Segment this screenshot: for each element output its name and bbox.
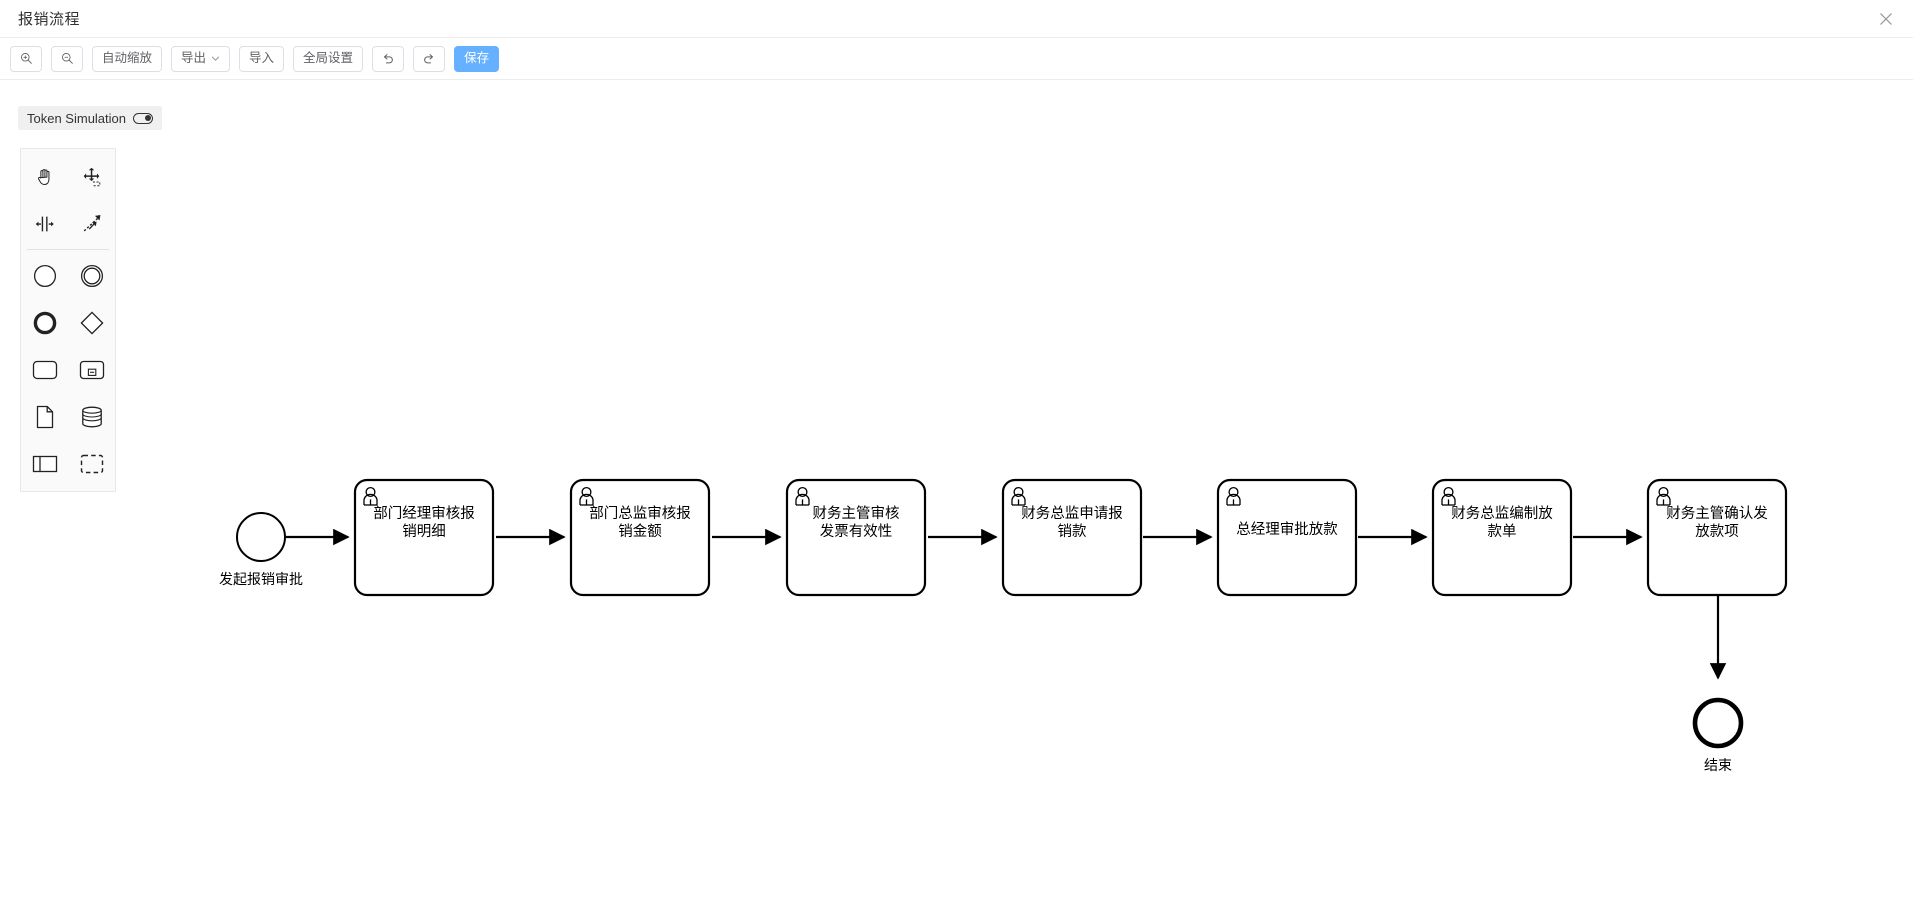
user-task-icon xyxy=(363,486,378,506)
palette-row-tools-1 xyxy=(21,153,115,200)
export-label: 导出 xyxy=(181,51,207,66)
palette-item-group[interactable] xyxy=(68,440,115,487)
sequence-flows xyxy=(286,528,1727,680)
redo-icon xyxy=(422,52,436,66)
bpmn-diagram-svg xyxy=(236,478,1788,749)
data-object-icon xyxy=(35,405,55,429)
task-node-1[interactable] xyxy=(353,478,495,597)
zoom-out-button[interactable] xyxy=(51,45,83,72)
palette-row-activities xyxy=(21,346,115,393)
palette-item-lasso-tool[interactable] xyxy=(68,153,115,200)
task-icon xyxy=(32,359,58,381)
user-task-icon xyxy=(579,486,594,506)
export-button[interactable]: 导出 xyxy=(171,45,231,72)
save-button[interactable]: 保存 xyxy=(454,45,500,72)
zoom-in-button[interactable] xyxy=(10,45,42,72)
auto-zoom-label: 自动缩放 xyxy=(102,51,153,66)
user-task-icon xyxy=(1226,486,1241,506)
global-settings-button[interactable]: 全局设置 xyxy=(293,45,364,72)
save-label: 保存 xyxy=(464,51,490,66)
task-nodes xyxy=(353,478,1788,597)
palette-row-containers xyxy=(21,440,115,487)
palette-row-data xyxy=(21,393,115,440)
participant-pool-icon xyxy=(32,454,58,474)
close-icon[interactable] xyxy=(1875,8,1897,30)
palette-row-events-1 xyxy=(21,252,115,299)
space-tool-icon xyxy=(34,213,56,235)
undo-icon xyxy=(381,52,395,66)
palette-item-hand-tool[interactable] xyxy=(21,153,68,200)
palette-item-gateway[interactable] xyxy=(68,299,115,346)
end-event-icon xyxy=(32,310,58,336)
undo-button[interactable] xyxy=(372,45,405,72)
user-task-icon xyxy=(1011,486,1026,506)
end-event-node[interactable] xyxy=(1692,697,1744,749)
import-button[interactable]: 导入 xyxy=(239,45,285,72)
palette-item-participant-pool[interactable] xyxy=(21,440,68,487)
end-event-label: 结束 xyxy=(1704,757,1732,773)
task-node-2[interactable] xyxy=(569,478,711,597)
page-title: 报销流程 xyxy=(18,11,81,28)
global-settings-label: 全局设置 xyxy=(303,51,354,66)
task-node-7[interactable] xyxy=(1646,478,1788,597)
window-titlebar: 报销流程 xyxy=(0,0,1913,38)
palette-divider xyxy=(27,249,109,250)
task-node-5[interactable] xyxy=(1216,478,1358,597)
palette-item-task[interactable] xyxy=(21,346,68,393)
zoom-out-icon xyxy=(61,52,74,65)
palette-item-data-store[interactable] xyxy=(68,393,115,440)
start-event-label: 发起报销审批 xyxy=(219,571,303,587)
user-task-icon xyxy=(795,486,810,506)
palette-item-start-event[interactable] xyxy=(21,252,68,299)
editor-toolbar: 自动缩放 导出 导入 全局设置 保存 xyxy=(0,38,1913,80)
group-icon xyxy=(80,454,104,474)
subprocess-icon xyxy=(79,359,105,381)
user-task-markers xyxy=(363,486,1671,506)
redo-button[interactable] xyxy=(413,45,446,72)
palette-item-subprocess[interactable] xyxy=(68,346,115,393)
palette-item-space-tool[interactable] xyxy=(21,200,68,247)
palette-row-events-2 xyxy=(21,299,115,346)
token-simulation-toggle[interactable]: Token Simulation xyxy=(18,106,162,130)
task-node-6[interactable] xyxy=(1431,478,1573,597)
palette-item-global-connect-tool[interactable] xyxy=(68,200,115,247)
intermediate-event-icon xyxy=(79,263,105,289)
global-connect-tool-icon xyxy=(81,213,103,235)
hand-tool-icon xyxy=(34,166,56,188)
user-task-icon xyxy=(1656,486,1671,506)
bpmn-canvas[interactable]: 部门经理审核报 销明细 部门总监审核报 销金额 财务主管审核 发票有效性 财务总… xyxy=(0,80,1913,920)
toggle-switch-icon[interactable] xyxy=(133,112,153,124)
start-event-node[interactable] xyxy=(236,512,286,562)
palette-row-tools-2 xyxy=(21,200,115,247)
palette-item-intermediate-event[interactable] xyxy=(68,252,115,299)
bpmn-palette xyxy=(20,148,116,492)
start-event-icon xyxy=(32,263,58,289)
lasso-tool-icon xyxy=(81,166,103,188)
import-label: 导入 xyxy=(249,51,275,66)
chevron-down-icon xyxy=(211,54,220,63)
palette-item-data-object[interactable] xyxy=(21,393,68,440)
zoom-in-icon xyxy=(20,52,33,65)
palette-item-end-event[interactable] xyxy=(21,299,68,346)
auto-zoom-button[interactable]: 自动缩放 xyxy=(92,45,163,72)
task-node-3[interactable] xyxy=(785,478,927,597)
task-node-4[interactable] xyxy=(1001,478,1143,597)
gateway-icon xyxy=(79,310,105,336)
token-simulation-label: Token Simulation xyxy=(27,110,126,126)
data-store-icon xyxy=(80,405,104,429)
user-task-icon xyxy=(1441,486,1456,506)
